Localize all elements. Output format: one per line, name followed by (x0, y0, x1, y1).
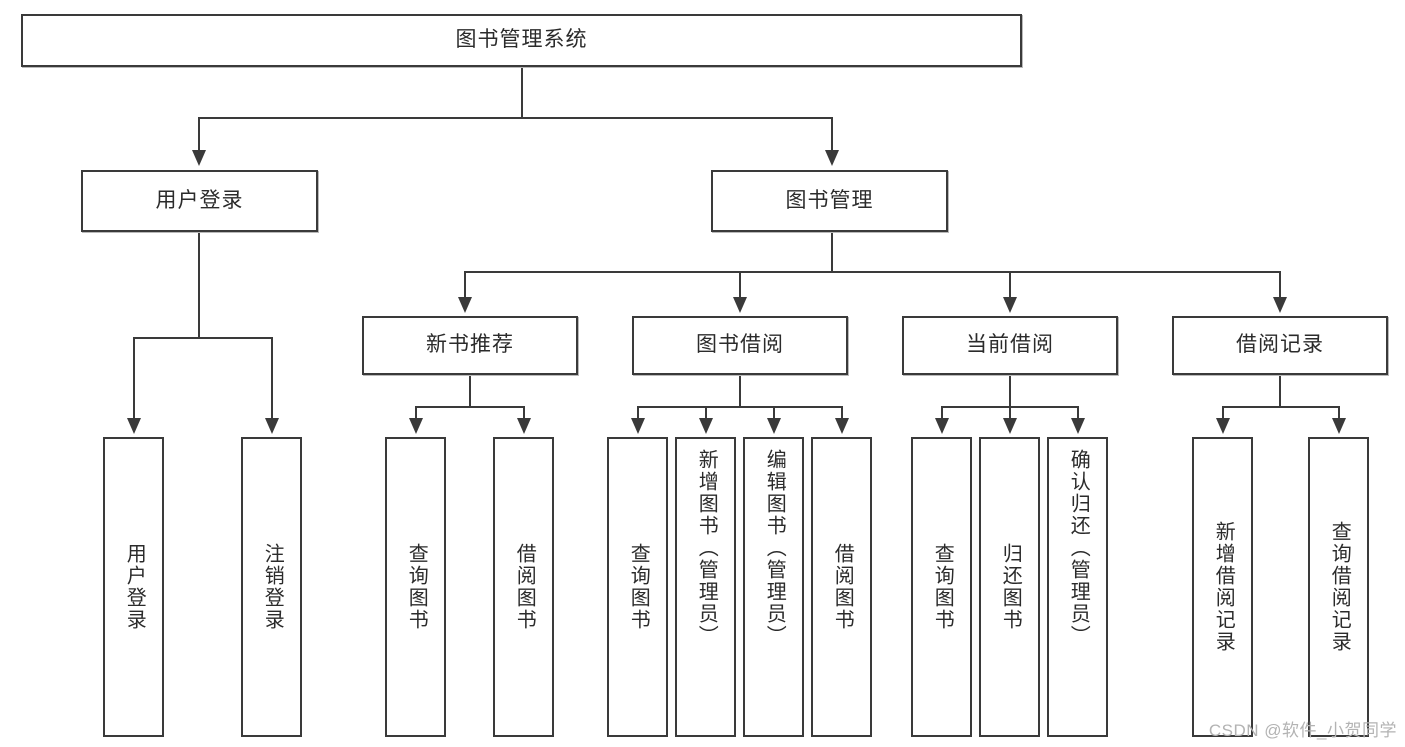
leaf-query-borrow-record-label: 查询借阅记录 (1328, 521, 1351, 653)
arrow-to-book-borrow (733, 297, 747, 313)
arrow-borrow-record-child-2 (1332, 418, 1346, 434)
arrow-to-new-book (458, 297, 472, 313)
arrow-user-login-child-1 (127, 418, 141, 434)
arrow-book-borrow-child-3 (767, 418, 781, 434)
connector-new-book-rail (415, 406, 525, 408)
node-user-login-label: 用户登录 (155, 188, 244, 212)
node-new-book-recommend-label: 新书推荐 (426, 333, 514, 357)
connector-to-current-borrow (1009, 271, 1011, 300)
connector-book-borrow-rail (637, 406, 842, 408)
leaf-borrow-query-book-label: 查询图书 (627, 543, 650, 631)
leaf-user-login-label: 用户登录 (123, 543, 146, 631)
leaf-new-book-query[interactable]: 查询图书 (385, 437, 446, 737)
connector-borrow-record-rail (1222, 406, 1340, 408)
leaf-edit-book-admin-label: 编辑图书（管理员） (763, 449, 786, 647)
connector-borrow-record-stem (1279, 375, 1281, 407)
node-new-book-recommend[interactable]: 新书推荐 (362, 316, 578, 375)
leaf-current-query-book-label: 查询图书 (931, 543, 954, 631)
leaf-add-borrow-record[interactable]: 新增借阅记录 (1192, 437, 1253, 737)
leaf-borrow-book-label: 借阅图书 (831, 543, 854, 631)
leaf-confirm-return-admin-label: 确认归还（管理员） (1067, 449, 1090, 647)
arrow-book-borrow-child-1 (631, 418, 645, 434)
connector-to-new-book (464, 271, 466, 300)
arrow-current-borrow-child-1 (935, 418, 949, 434)
connector-book-borrow-child-4 (841, 406, 843, 420)
node-current-borrow[interactable]: 当前借阅 (902, 316, 1118, 375)
node-book-manage-label: 图书管理 (785, 188, 874, 212)
leaf-new-book-borrow-label: 借阅图书 (513, 543, 536, 631)
connector-root-stem (521, 67, 523, 118)
leaf-return-book-label: 归还图书 (999, 543, 1022, 631)
connector-user-login-stem (198, 232, 200, 338)
arrow-current-borrow-child-3 (1071, 418, 1085, 434)
arrow-to-user-login (192, 150, 206, 166)
leaf-query-borrow-record[interactable]: 查询借阅记录 (1308, 437, 1369, 737)
connector-current-borrow-child-1 (941, 406, 943, 420)
leaf-new-book-query-label: 查询图书 (405, 543, 428, 631)
arrow-to-book-manage (825, 150, 839, 166)
connector-level3-rail (464, 271, 1280, 273)
leaf-confirm-return-admin[interactable]: 确认归还（管理员） (1047, 437, 1108, 737)
connector-book-borrow-child-2 (705, 406, 707, 420)
leaf-new-book-borrow[interactable]: 借阅图书 (493, 437, 554, 737)
connector-borrow-record-child-1 (1222, 406, 1224, 420)
node-root-system[interactable]: 图书管理系统 (21, 14, 1022, 67)
connector-book-manage-stem (831, 232, 833, 272)
connector-to-book-borrow (739, 271, 741, 300)
node-book-borrow-label: 图书借阅 (696, 333, 784, 357)
leaf-return-book[interactable]: 归还图书 (979, 437, 1040, 737)
leaf-add-borrow-record-label: 新增借阅记录 (1212, 521, 1235, 653)
connector-user-login-child-2 (271, 337, 273, 420)
connector-user-login-child-1 (133, 337, 135, 420)
arrow-new-book-child-2 (517, 418, 531, 434)
leaf-user-login[interactable]: 用户登录 (103, 437, 164, 737)
arrow-borrow-record-child-1 (1216, 418, 1230, 434)
connector-book-borrow-stem (739, 375, 741, 407)
node-root-system-label: 图书管理系统 (455, 28, 588, 52)
arrow-new-book-child-1 (409, 418, 423, 434)
node-borrow-record-label: 借阅记录 (1236, 333, 1324, 357)
node-borrow-record[interactable]: 借阅记录 (1172, 316, 1388, 375)
arrow-book-borrow-child-4 (835, 418, 849, 434)
leaf-add-book-admin[interactable]: 新增图书（管理员） (675, 437, 736, 737)
leaf-edit-book-admin[interactable]: 编辑图书（管理员） (743, 437, 804, 737)
connector-to-book-manage (831, 117, 833, 154)
connector-current-borrow-stem (1009, 375, 1011, 407)
arrow-book-borrow-child-2 (699, 418, 713, 434)
connector-new-book-child-1 (415, 406, 417, 420)
leaf-user-logout-label: 注销登录 (261, 543, 284, 631)
node-user-login[interactable]: 用户登录 (81, 170, 318, 232)
leaf-user-logout[interactable]: 注销登录 (241, 437, 302, 737)
arrow-to-borrow-record (1273, 297, 1287, 313)
arrow-current-borrow-child-2 (1003, 418, 1017, 434)
connector-new-book-child-2 (523, 406, 525, 420)
connector-current-borrow-child-2 (1009, 406, 1011, 420)
leaf-borrow-book[interactable]: 借阅图书 (811, 437, 872, 737)
leaf-add-book-admin-label: 新增图书（管理员） (695, 449, 718, 647)
leaf-borrow-query-book[interactable]: 查询图书 (607, 437, 668, 737)
connector-to-borrow-record (1279, 271, 1281, 300)
node-book-manage[interactable]: 图书管理 (711, 170, 948, 232)
arrow-to-current-borrow (1003, 297, 1017, 313)
connector-level2-rail (198, 117, 833, 119)
node-current-borrow-label: 当前借阅 (966, 333, 1054, 357)
arrow-user-login-child-2 (265, 418, 279, 434)
connector-book-borrow-child-1 (637, 406, 639, 420)
connector-book-borrow-child-3 (773, 406, 775, 420)
connector-user-login-rail (133, 337, 273, 339)
connector-borrow-record-child-2 (1338, 406, 1340, 420)
connector-new-book-stem (469, 375, 471, 407)
connector-to-user-login (198, 117, 200, 154)
leaf-current-query-book[interactable]: 查询图书 (911, 437, 972, 737)
csdn-watermark: CSDN @软件_小贺同学 (1208, 721, 1397, 740)
connector-current-borrow-child-3 (1077, 406, 1079, 420)
node-book-borrow[interactable]: 图书借阅 (632, 316, 848, 375)
